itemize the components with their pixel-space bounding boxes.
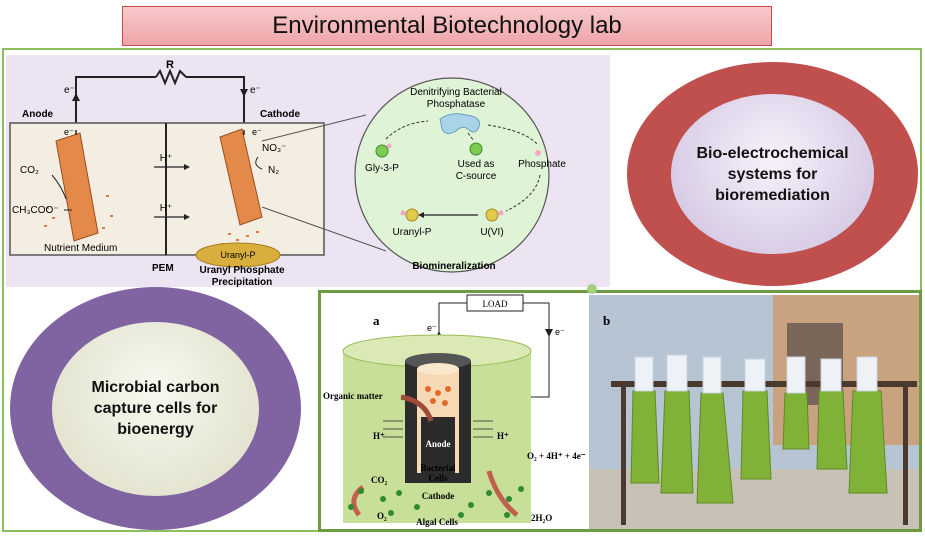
resistor-label: R bbox=[166, 59, 174, 71]
circuit-wire-right bbox=[186, 76, 245, 130]
bag-tops bbox=[634, 354, 878, 394]
bes-label-line2: systems for bbox=[727, 165, 818, 183]
load-label: LOAD bbox=[483, 299, 508, 309]
subfigure-a-label: a bbox=[373, 313, 380, 328]
anode-electron-label: e⁻ bbox=[64, 127, 74, 137]
uvi-molecule bbox=[485, 208, 499, 222]
slide-marker-dot bbox=[587, 284, 597, 294]
mccc-label-line2: capture cells for bbox=[93, 400, 218, 417]
co2-arrow bbox=[51, 174, 67, 200]
algal-cells bbox=[348, 486, 524, 518]
cathode-electron-label: e⁻ bbox=[252, 127, 262, 137]
bes-label-line3: bioremediation bbox=[715, 186, 830, 204]
uranyl-phosphate-label-line1: Uranyl Phosphate bbox=[199, 265, 284, 276]
proton-bottom-label: H⁺ bbox=[160, 203, 173, 214]
cycle-arrow-2 bbox=[487, 124, 539, 146]
zoom-line-bottom bbox=[261, 206, 387, 252]
cycle-arrow-3 bbox=[505, 174, 541, 212]
gly-label: Gly-3-P bbox=[365, 163, 399, 174]
mccc-ring-center: Microbial carbon capture cells for bioen… bbox=[52, 321, 259, 496]
enzyme-label-line2: Phosphatase bbox=[427, 99, 486, 110]
zoom-line-top bbox=[261, 114, 367, 142]
uranyl-p-precipitate bbox=[195, 242, 281, 268]
nitrogen-label: N₂ bbox=[268, 165, 279, 176]
gly-molecule bbox=[375, 144, 389, 158]
mcc-cathode-label: Cathode bbox=[422, 491, 455, 501]
bes-ring-center: Bio-electrochemical systems for bioremed… bbox=[671, 94, 874, 254]
organic-matter-arrow bbox=[400, 394, 434, 422]
uranyl-p-pile-label: Uranyl-P bbox=[220, 250, 255, 260]
nitrate-label: NO₃⁻ bbox=[262, 143, 286, 154]
bes-label-line1: Bio-electrochemical bbox=[696, 144, 849, 162]
used-as-arrow bbox=[467, 132, 475, 142]
anode-label: Anode bbox=[22, 109, 54, 120]
organic-matter-label: Organic matter bbox=[323, 391, 383, 401]
uranyl-p-circle-label: Uranyl-P bbox=[393, 227, 432, 238]
mcc-electron-right: e⁻ bbox=[555, 327, 565, 337]
uvi-label: U(VI) bbox=[480, 227, 503, 238]
co2-label: CO₂ bbox=[20, 165, 39, 176]
electron-left-label: e⁻ bbox=[64, 85, 75, 96]
mcc-o2-label: O₂ bbox=[377, 511, 387, 521]
nutrient-medium-label: Nutrient Medium bbox=[44, 243, 117, 254]
water-out-arrow bbox=[486, 470, 519, 517]
carbon-source-molecule bbox=[469, 142, 483, 156]
electron-up-arrow bbox=[72, 93, 80, 101]
circuit-wire bbox=[75, 76, 156, 130]
uranyl-phosphate-label-line2: Precipitation bbox=[212, 277, 273, 287]
electron-right-label: e⁻ bbox=[250, 85, 261, 96]
cathode-electrode bbox=[219, 128, 263, 226]
mcc-h-right: H⁺ bbox=[497, 431, 509, 441]
mcc-anode-label: Anode bbox=[425, 439, 450, 449]
proton-top-label: H⁺ bbox=[160, 153, 173, 164]
used-as-label-line2: C-source bbox=[456, 171, 497, 182]
mccc-label-line3: bioenergy bbox=[117, 421, 194, 438]
mccc-label-line1: Microbial carbon bbox=[91, 379, 220, 396]
bacterial-cells-line2: Cells bbox=[429, 473, 448, 483]
cycle-arrow-1 bbox=[385, 120, 429, 140]
mcc-reaction-label: O₂ + 4H⁺ + 4e⁻ bbox=[527, 451, 586, 461]
mcc-electron-left: e⁻ bbox=[427, 323, 437, 333]
cathode-label: Cathode bbox=[260, 109, 300, 120]
algae-bags bbox=[630, 390, 888, 504]
enzyme-label-line1: Denitrifying Bacterial bbox=[410, 87, 502, 98]
mcc-figure: a LOAD e⁻ e⁻ Anode Bacterial C bbox=[321, 293, 919, 529]
uranyl-p-molecule bbox=[405, 208, 419, 222]
anode-bacteria bbox=[44, 195, 113, 229]
anode-electrode bbox=[55, 132, 99, 242]
used-as-label-line1: Used as bbox=[458, 159, 495, 170]
subfigure-b-label: b bbox=[603, 313, 610, 328]
mcc-co2-label: CO₂ bbox=[371, 475, 388, 485]
phosphatase-enzyme bbox=[439, 113, 480, 135]
mccc-ring: Microbial carbon capture cells for bioen… bbox=[10, 287, 301, 530]
mcc-panel: a LOAD e⁻ e⁻ Anode Bacterial C bbox=[318, 290, 922, 532]
algal-cells-label: Algal Cells bbox=[416, 517, 458, 527]
water-label: 2H₂O bbox=[531, 513, 552, 523]
electron-down-arrow bbox=[240, 89, 248, 97]
bacterial-cells-line1: Bacterial bbox=[421, 463, 456, 473]
mcc-h-left: H⁺ bbox=[373, 431, 385, 441]
page-title: Environmental Biotechnology lab bbox=[122, 6, 772, 46]
phosphate-label: Phosphate bbox=[518, 159, 566, 170]
resistor-symbol bbox=[155, 68, 187, 86]
mcc-wire-right bbox=[523, 302, 550, 398]
phosphate-molecule bbox=[535, 150, 541, 156]
acetate-label: CH₃COO⁻ bbox=[12, 205, 59, 216]
bes-ring: Bio-electrochemical systems for bioremed… bbox=[627, 62, 918, 286]
denitrification-arrow bbox=[255, 156, 263, 170]
bes-schematic-panel: R e⁻ e⁻ Anode Cathode e⁻ e⁻ bbox=[6, 55, 610, 287]
pem-label: PEM bbox=[152, 263, 174, 274]
biomineralization-label: Biomineralization bbox=[412, 261, 495, 272]
proton-arrows bbox=[383, 420, 493, 438]
bes-schematic-figure: R e⁻ e⁻ Anode Cathode e⁻ e⁻ bbox=[9, 59, 566, 287]
